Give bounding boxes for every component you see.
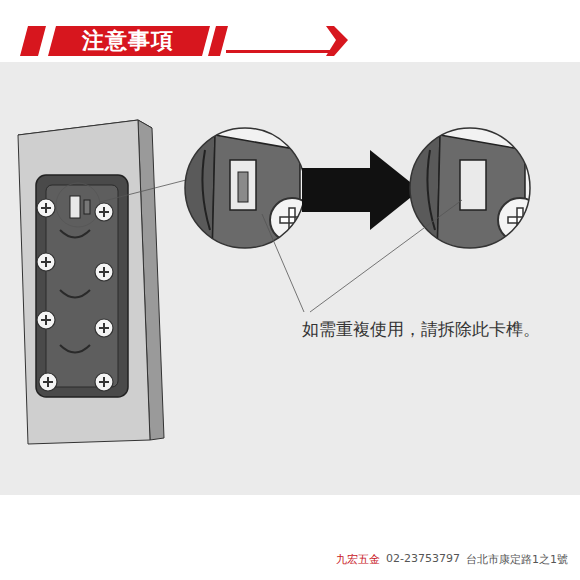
shop-address: 台北市康定路1之1號	[466, 552, 568, 567]
note-text: 如需重複使用，請拆除此卡榫。	[300, 318, 542, 341]
shop-name: 九宏五金	[336, 552, 380, 567]
footer: 九宏五金 02-23753797 台北市康定路1之1號	[336, 552, 568, 567]
section-heading: 注意事項	[58, 26, 198, 56]
phone-number: 02-23753797	[386, 552, 460, 567]
